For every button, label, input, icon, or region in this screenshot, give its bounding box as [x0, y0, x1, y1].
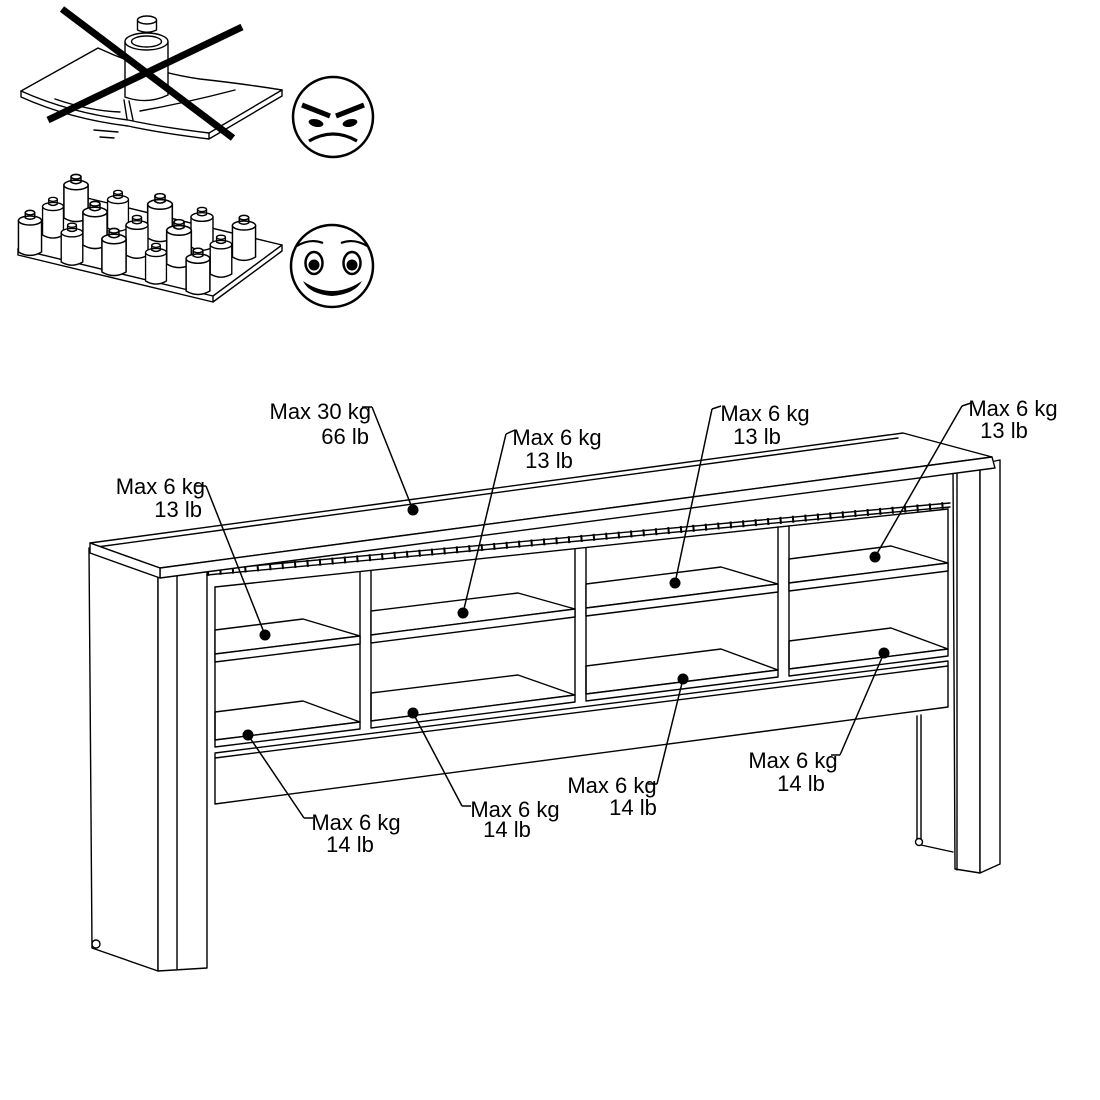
warning-correct-pictogram — [17, 173, 375, 309]
callout-label: Max 6 kg — [512, 425, 601, 450]
bottom-rail — [214, 660, 949, 805]
callout-upper-shelf-3: Max 6 kg 13 lb — [669, 401, 810, 589]
callout-label: Max 6 kg — [968, 396, 1057, 421]
callout-label: 14 lb — [777, 771, 825, 796]
callout-dot — [259, 629, 271, 641]
callout-label: Max 6 kg — [748, 748, 837, 773]
callout-lower-shelf-4: Max 6 kg 14 lb — [748, 647, 890, 796]
callout-dot — [457, 607, 469, 619]
weight-icon — [17, 209, 43, 257]
callout-label: 14 lb — [609, 795, 657, 820]
callout-dot — [869, 551, 881, 563]
callout-label: Max 6 kg — [116, 474, 205, 499]
left-post — [88, 547, 208, 972]
callout-dot — [242, 729, 254, 741]
callout-label: 13 lb — [980, 418, 1028, 443]
callout-lower-shelf-3: Max 6 kg 14 lb — [567, 673, 689, 820]
weight-icon — [101, 227, 127, 277]
happy-face-icon — [289, 223, 375, 309]
callout-top-panel: Max 30 kg 66 lb — [270, 399, 419, 516]
callout-label: Max 30 kg — [270, 399, 372, 424]
furniture-drawing — [88, 432, 1001, 972]
callout-lower-shelf-1: Max 6 kg 14 lb — [242, 729, 401, 857]
callout-label: Max 6 kg — [567, 773, 656, 798]
weight-icon — [125, 214, 149, 259]
callout-label: 13 lb — [525, 448, 573, 473]
weight-icon — [60, 222, 84, 266]
callout-upper-shelf-1: Max 6 kg 13 lb — [116, 474, 271, 641]
callout-upper-shelf-4: Max 6 kg 13 lb — [869, 396, 1058, 563]
dividers — [214, 508, 949, 741]
callout-label: 14 lb — [326, 832, 374, 857]
weight-icon — [41, 196, 65, 239]
weight-icon — [144, 242, 168, 285]
weight-icon — [209, 234, 233, 278]
weight-icon — [185, 247, 211, 296]
callout-label: Max 6 kg — [720, 401, 809, 426]
callout-upper-shelf-2: Max 6 kg 13 lb — [457, 425, 602, 619]
back-leg — [914, 714, 954, 853]
upper-shelves — [214, 545, 949, 663]
callout-dot — [669, 577, 681, 589]
callout-label: Max 6 kg — [470, 797, 559, 822]
callout-dot — [407, 707, 419, 719]
top-fascia — [206, 501, 951, 588]
top-panel — [89, 432, 996, 579]
prohibition-cross-icon — [46, 6, 244, 141]
callout-dot — [677, 673, 689, 685]
warning-incorrect-pictogram — [20, 6, 375, 159]
callout-dot — [878, 647, 890, 659]
callout-dot — [407, 504, 419, 516]
callout-label: 13 lb — [733, 424, 781, 449]
right-post — [952, 459, 1001, 874]
callout-label: Max 6 kg — [311, 810, 400, 835]
weight-icon — [231, 214, 257, 262]
callout-label: 14 lb — [483, 817, 531, 842]
angry-face-icon — [291, 75, 375, 159]
callout-label: 66 lb — [321, 424, 369, 449]
callout-lower-shelf-2: Max 6 kg 14 lb — [407, 707, 560, 842]
callout-label: 13 lb — [154, 497, 202, 522]
